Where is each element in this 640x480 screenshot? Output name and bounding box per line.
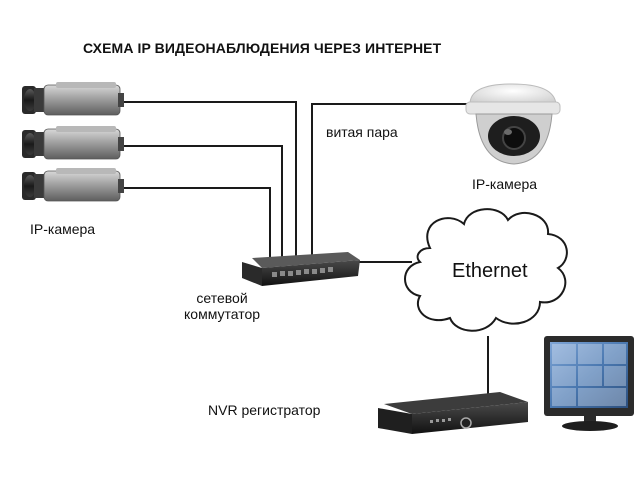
ethernet-label: Ethernet	[452, 260, 528, 282]
cloud-icon	[404, 208, 568, 332]
nvr-recorder-icon	[378, 392, 528, 434]
network-switch-icon	[242, 252, 360, 286]
cable-camera-3	[120, 187, 271, 258]
diagram-title: СХЕМА IP ВИДЕОНАБЛЮДЕНИЯ ЧЕРЕЗ ИНТЕРНЕТ	[83, 40, 442, 56]
network-switch-label-line1: сетевой	[196, 290, 248, 306]
ip-camera-right-label: IP-камера	[472, 176, 538, 192]
ip-camera-left-label: IP-камера	[30, 221, 96, 237]
cable-camera-1	[120, 101, 297, 258]
twisted-pair-label: витая пара	[326, 124, 398, 140]
bullet-camera-icon	[21, 125, 125, 160]
bullet-camera-icon	[22, 82, 124, 116]
network-switch-label: сетевой коммутатор	[184, 290, 260, 322]
nvr-label: NVR регистратор	[208, 402, 321, 418]
dome-camera-icon	[465, 83, 561, 165]
monitor-icon	[544, 336, 634, 431]
network-switch-label-line2: коммутатор	[184, 306, 261, 323]
cable-camera-2	[120, 145, 283, 258]
bullet-camera-icon	[21, 167, 125, 202]
cable-dome-camera	[311, 103, 470, 258]
cables	[120, 101, 489, 402]
monitor-video-tiles	[552, 344, 626, 406]
